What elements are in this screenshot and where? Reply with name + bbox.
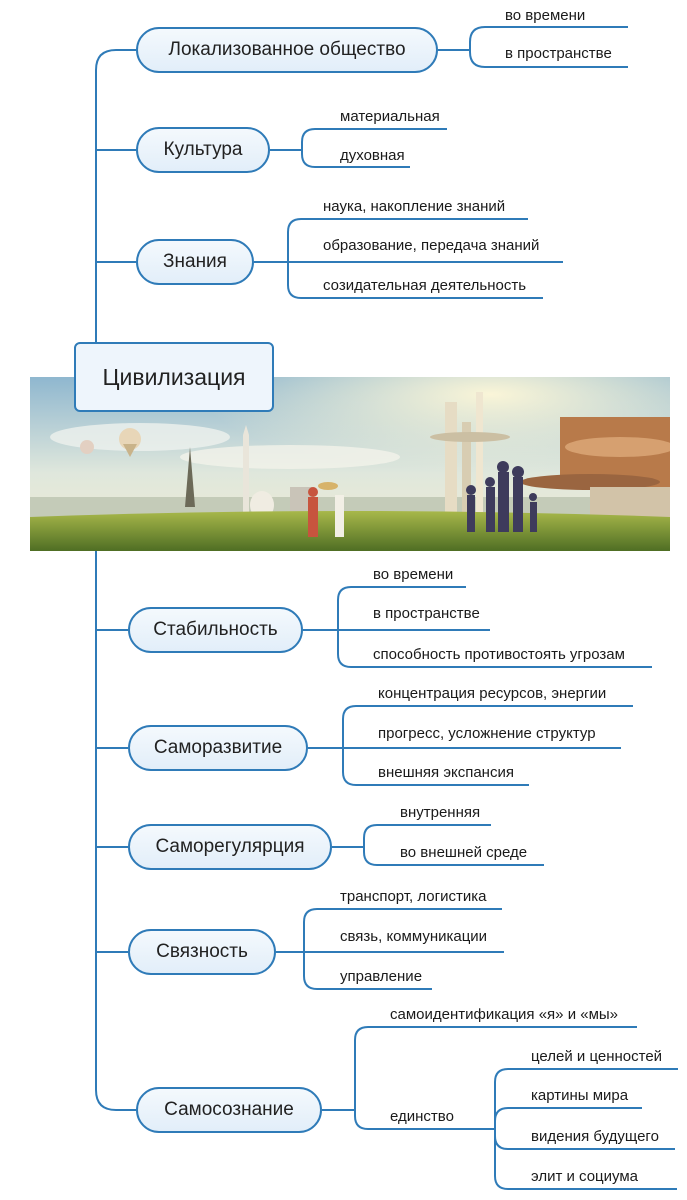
leaf-management[interactable]: управление xyxy=(340,968,423,985)
leaf-material[interactable]: материальная xyxy=(340,108,440,125)
leaf-in-space[interactable]: в пространстве xyxy=(505,45,612,62)
branch-culture[interactable]: Культура xyxy=(136,127,270,173)
leaf-in-time[interactable]: во времени xyxy=(505,7,586,24)
leaf-expansion[interactable]: внешняя экспансия xyxy=(378,764,514,781)
leaf-external-environment[interactable]: во внешней среде xyxy=(400,844,528,861)
branch-knowledge[interactable]: Знания xyxy=(136,239,254,285)
root-node-civilization[interactable]: Цивилизация xyxy=(74,342,274,412)
branch-self-regulation[interactable]: Саморегулярция xyxy=(128,824,332,870)
leaf-transport[interactable]: транспорт, логистика xyxy=(340,888,487,905)
leaf-stability-in-time[interactable]: во времени xyxy=(373,566,454,583)
leaf-spiritual[interactable]: духовная xyxy=(340,147,405,164)
leaf-elites-society[interactable]: элит и социума xyxy=(531,1168,639,1185)
leaf-goals-values[interactable]: целей и ценностей xyxy=(531,1048,663,1065)
branch-localized-society[interactable]: Локализованное общество xyxy=(136,27,438,73)
branch-stability[interactable]: Стабильность xyxy=(128,607,303,653)
leaf-stability-in-space[interactable]: в пространстве xyxy=(373,605,480,622)
leaf-vision-future[interactable]: видения будущего xyxy=(531,1128,659,1145)
branch-connectivity[interactable]: Связность xyxy=(128,929,276,975)
leaf-internal[interactable]: внутренняя xyxy=(400,804,481,821)
leaf-worldview[interactable]: картины мира xyxy=(531,1087,629,1104)
leaf-creative-activity[interactable]: созидательная деятельность xyxy=(323,277,527,294)
leaf-progress[interactable]: прогресс, усложнение структур xyxy=(378,725,596,742)
leaf-communications[interactable]: связь, коммуникации xyxy=(340,928,488,945)
leaf-resource-concentration[interactable]: концентрация ресурсов, энергии xyxy=(378,685,607,702)
leaf-self-identification[interactable]: самоидентификация «я» и «мы» xyxy=(390,1006,619,1023)
branch-self-awareness[interactable]: Самосознание xyxy=(136,1087,322,1133)
leaf-science[interactable]: наука, накопление знаний xyxy=(323,198,506,215)
leaf-unity[interactable]: единство xyxy=(390,1108,454,1125)
leaf-education[interactable]: образование, передача знаний xyxy=(323,237,540,254)
branch-self-development[interactable]: Саморазвитие xyxy=(128,725,308,771)
leaf-resist-threats[interactable]: способность противостоять угрозам xyxy=(373,646,625,663)
